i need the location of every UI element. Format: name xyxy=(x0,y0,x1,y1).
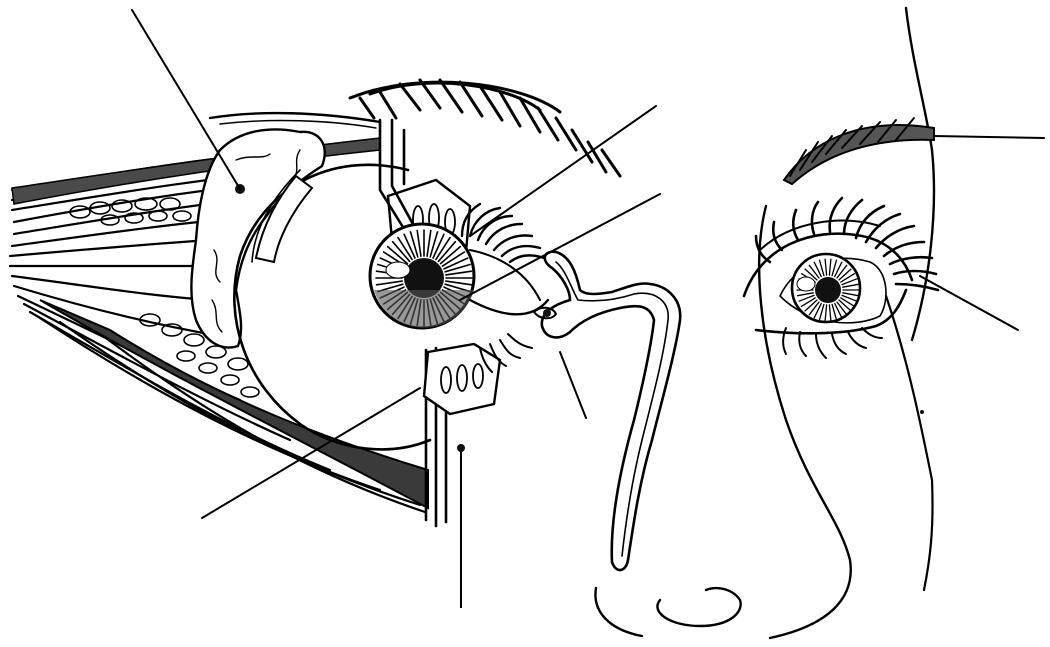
right-eye xyxy=(744,8,1044,590)
right-pupil xyxy=(815,277,841,303)
cheek-contour xyxy=(886,296,933,590)
leader-upper-lid xyxy=(470,106,656,236)
right-leader-lines xyxy=(920,136,1044,330)
left-nostril xyxy=(595,588,642,636)
lower-tarsal-plate xyxy=(424,344,500,414)
leader-eyelashes xyxy=(920,276,1018,330)
punctum-dot xyxy=(543,309,551,317)
leader-punctum xyxy=(560,352,586,418)
nose-tip xyxy=(657,588,740,626)
lower-eyelid-margin xyxy=(470,300,548,314)
left-iris-highlight xyxy=(386,262,410,278)
face-contour xyxy=(906,8,934,340)
right-iris-highlight xyxy=(797,277,815,291)
face-speck xyxy=(920,410,924,414)
dissected-eye xyxy=(10,10,680,608)
left-iris-lower-shade xyxy=(374,290,474,328)
leader-duct xyxy=(457,444,465,608)
right-eyebrow xyxy=(784,125,934,184)
upper-eyelid-fold-2 xyxy=(220,121,376,128)
left-eyebrow xyxy=(350,80,620,176)
punctum-line xyxy=(470,250,540,300)
leader-eyebrow xyxy=(934,136,1044,138)
